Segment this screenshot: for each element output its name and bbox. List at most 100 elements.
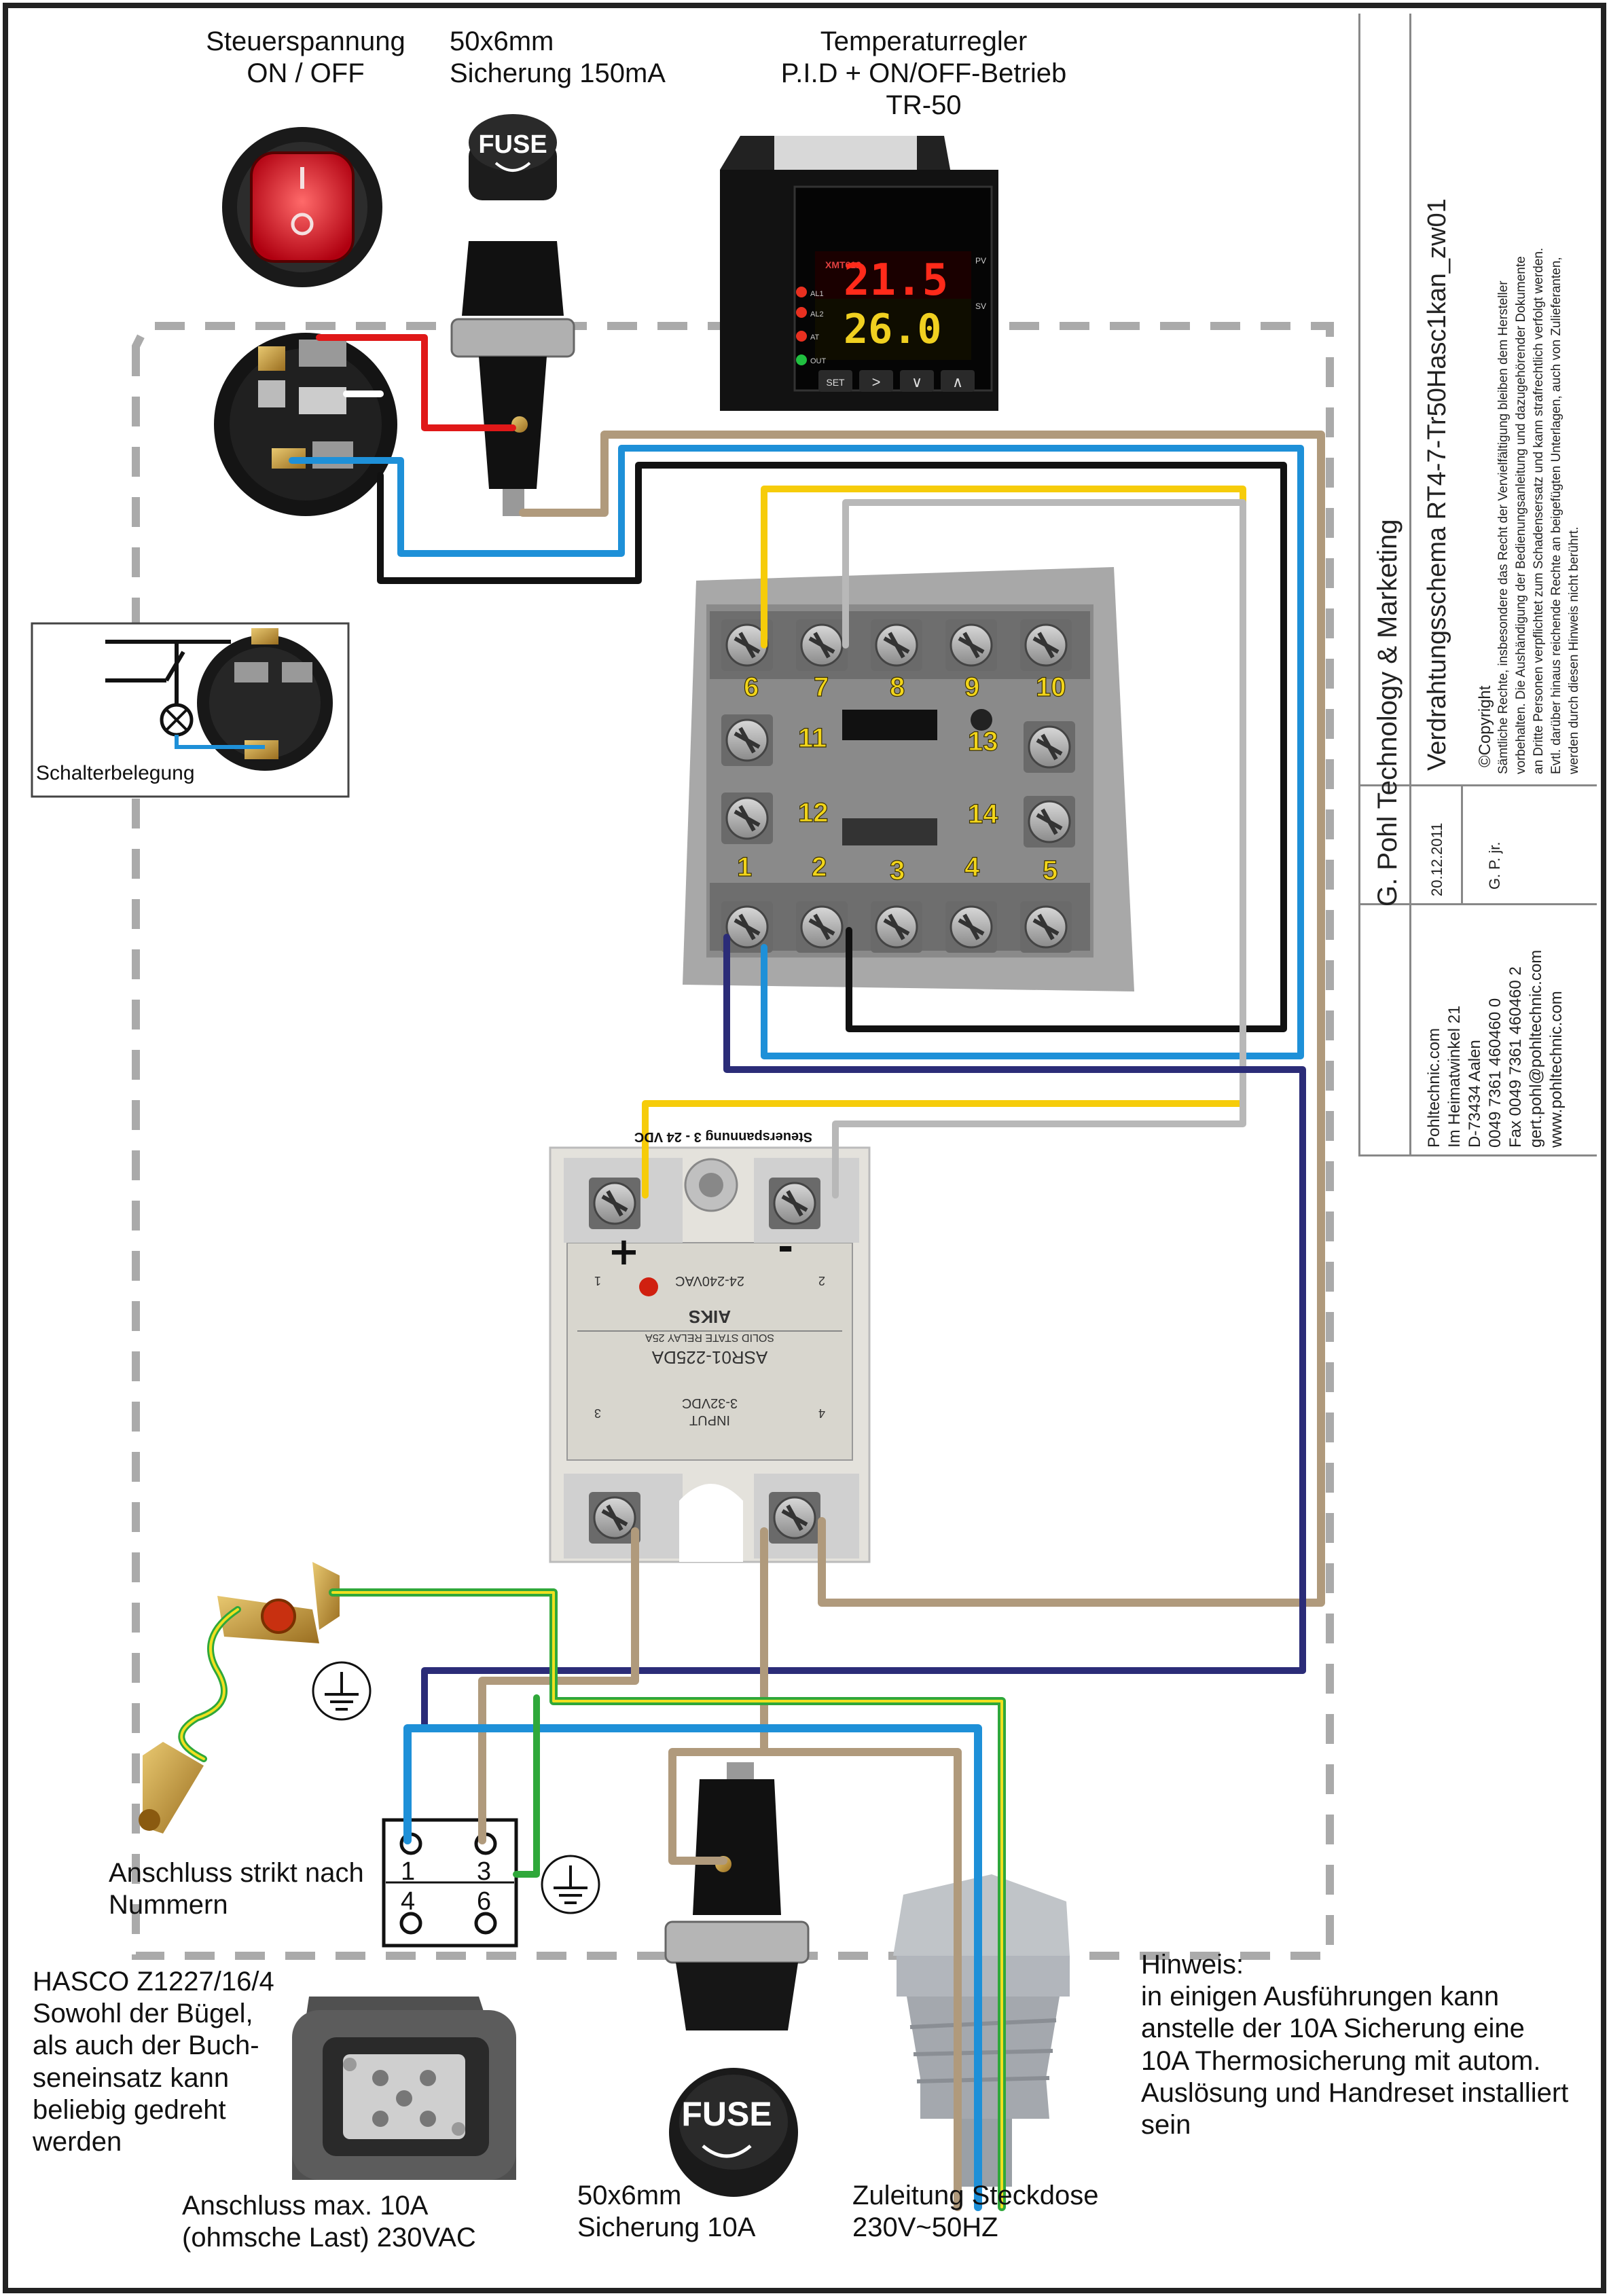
fuse-holder-bottom: [664, 1762, 810, 2030]
ssr-minus: -: [778, 1225, 793, 1269]
ssr-plus: +: [608, 1230, 640, 1274]
regulator-terminal-block: [683, 567, 1134, 991]
address-line: Pohltechnic.com: [1425, 1027, 1443, 1148]
regulator-btn-right: >: [872, 373, 881, 390]
hinweis-note: Hinweis: in einigen Ausführungen kann an…: [1141, 1950, 1569, 2140]
fuse-cap-top: FUSE: [469, 114, 557, 200]
temperature-regulator: [720, 136, 998, 411]
solid-state-relay: [549, 1146, 871, 1563]
copyright-line: Sämtliche Rechte, insbesondere das Recht…: [1496, 280, 1511, 774]
ssr-desc: SOLID STATE RELAY 25A: [645, 1332, 774, 1343]
ssr-brand: AIKS: [689, 1307, 731, 1327]
hasco-connector: [292, 1997, 516, 2180]
connector-terminal: [382, 1818, 518, 1948]
terminal-num-13: 13: [968, 727, 998, 757]
wire-blue-top: [289, 445, 1304, 1059]
fuse-top-title: 50x6mm Sicherung 150mA: [450, 26, 666, 89]
regulator-sv: 26.0: [844, 306, 942, 353]
wire-brown-ssr-right: [668, 1527, 768, 1865]
rocker-switch: [222, 127, 382, 287]
terminal-num-3: 3: [890, 856, 905, 886]
regulator-title: Temperaturregler P.I.D + ON/OFF-Betrieb …: [780, 26, 1067, 121]
ssr-input-range: 3-32VDC: [682, 1396, 738, 1410]
ground-symbol-lower: [541, 1855, 600, 1914]
regulator-led-al1: AL1: [810, 290, 824, 298]
terminal-num-9: 9: [964, 672, 979, 702]
wire-blue-bottom: [403, 1724, 982, 2211]
titleblock-copyright-head: ©Copyright: [1476, 685, 1494, 767]
connector-num-3: 3: [477, 1857, 491, 1886]
fuse-holder-top: [450, 241, 575, 516]
terminal-num-11: 11: [798, 723, 827, 753]
address-line: gert.pohl@pohltechnic.com: [1527, 949, 1545, 1148]
ssr-terminal-4: 4: [818, 1406, 825, 1420]
titleblock-company: G. Pohl Technology & Marketing: [1373, 519, 1403, 907]
anschluss-nummern-label: Anschluss strikt nach Nummern: [109, 1858, 364, 1920]
regulator-sv-tag: SV: [975, 302, 986, 311]
regulator-pv: 21.5: [844, 255, 948, 306]
address-line: Fax 0049 7361 460460 2: [1506, 966, 1525, 1148]
regulator-btn-set: SET: [826, 377, 845, 388]
titleblock-doc-title: Verdrahtungsschema RT4-7-Tr50Hasc1kan_zw…: [1423, 198, 1451, 771]
titleblock-author: G. P. jr.: [1486, 841, 1503, 890]
hasco-label: HASCO Z1227/16/4 Sowohl der Bügel, als a…: [33, 1967, 274, 2157]
zuleitung-label: Zuleitung Steckdose 230V~50HZ: [852, 2181, 1099, 2243]
ssr-model: ASR01-225DA: [651, 1347, 767, 1368]
regulator-led-out: OUT: [810, 357, 827, 365]
wire-navy: [421, 934, 1306, 1728]
wire-ground-stripe: [331, 1591, 1003, 2208]
address-line: D-73434 Aalen: [1466, 1040, 1484, 1148]
regulator-model: XMT612: [825, 259, 861, 270]
ground-lug: [139, 1562, 340, 1834]
wire-brown-top: [519, 431, 1325, 1607]
regulator-pv-tag: PV: [975, 256, 986, 266]
fuse-bottom-title: 50x6mm Sicherung 10A: [577, 2181, 756, 2243]
terminal-num-7: 7: [814, 672, 829, 702]
page-frame: [3, 3, 1606, 2293]
fuse-cap-top-label: FUSE: [478, 130, 547, 159]
terminal-num-10: 10: [1036, 672, 1066, 702]
copyright-line: Evtl. darüber hinaus reichende Rechte an…: [1549, 257, 1563, 774]
switch-inset-label: Schalterbelegung: [36, 762, 195, 784]
address-line: Im Heimatwinkel 21: [1445, 1005, 1464, 1148]
copyright-line: werden durch diesen Hinweis nicht berühr…: [1567, 526, 1581, 774]
terminal-num-1: 1: [737, 852, 752, 882]
switch-title: Steuerspannung ON / OFF: [206, 26, 405, 89]
terminal-num-8: 8: [890, 672, 905, 702]
ground-symbol-upper: [312, 1661, 372, 1721]
enclosure-outline: [132, 322, 1334, 1960]
terminal-num-12: 12: [798, 798, 829, 828]
wire-ground-lug-stripe: [180, 1608, 239, 1760]
fuse-cap-bottom-label: FUSE: [681, 2095, 772, 2133]
regulator-btn-down: ∨: [911, 374, 922, 391]
wire-ground-to-connector: [513, 1694, 540, 1878]
address-line: 0049 7361 460460 0: [1486, 998, 1504, 1148]
copyright-line: an Dritte Personen verpflichtet zum Scha…: [1532, 247, 1546, 774]
wires: [178, 334, 1325, 2211]
regulator-led-al2: AL2: [810, 310, 824, 318]
wire-grey: [832, 499, 1246, 1199]
regulator-btn-up: ∧: [952, 374, 963, 391]
terminal-num-5: 5: [1043, 856, 1057, 886]
wire-brown-feed: [760, 1748, 962, 2211]
anschluss-max-label: Anschluss max. 10A (ohmsche Last) 230VAC: [182, 2191, 476, 2253]
connector-num-6: 6: [477, 1887, 491, 1916]
connector-num-4: 4: [401, 1887, 415, 1916]
ssr-input-label: INPUT: [689, 1413, 730, 1427]
switch-inset: [31, 622, 350, 798]
title-block: G. Pohl Technology & Marketing Verdrahtu…: [1358, 14, 1597, 1156]
wire-brown-ssr-left: [478, 1527, 639, 1844]
wire-red: [316, 334, 516, 431]
terminal-num-2: 2: [812, 852, 827, 882]
terminal-num-6: 6: [744, 672, 759, 702]
ssr-terminal-3: 3: [594, 1406, 601, 1420]
regulator-led-at: AT: [810, 333, 820, 342]
connector-num-1: 1: [401, 1857, 415, 1886]
ssr-control-voltage-note: Steuerspannung 3 - 24 VDC: [634, 1129, 812, 1144]
terminal-num-4: 4: [964, 852, 980, 882]
wire-black-top: [377, 462, 1287, 1032]
address-line: www.pohltechnic.com: [1547, 991, 1566, 1148]
ssr-terminal-1: 1: [594, 1274, 601, 1288]
